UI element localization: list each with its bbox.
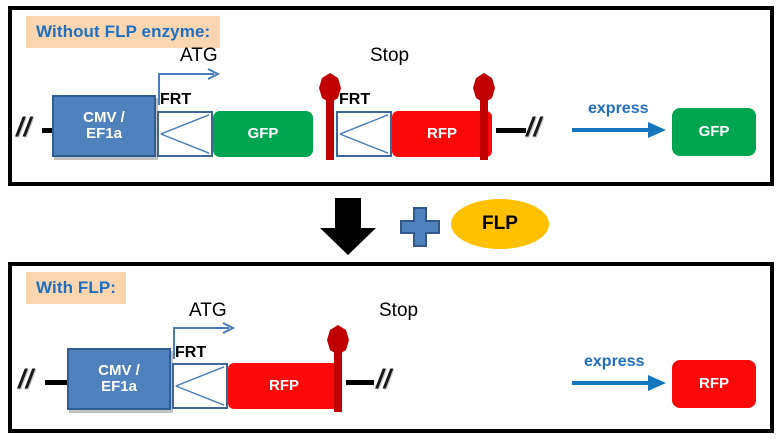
stop-label-bottom: Stop bbox=[379, 300, 419, 321]
express-label-bottom: express bbox=[584, 353, 645, 370]
dna-break-left-bottom: // bbox=[18, 364, 34, 394]
panel-without-flp: Without FLP enzyme: ATG Stop // CMV / EF… bbox=[8, 6, 774, 186]
atg-label-top: ATG bbox=[180, 45, 218, 66]
frt-label-1-top: FRT bbox=[160, 91, 192, 108]
process-down-arrow bbox=[318, 198, 378, 256]
gene-box-rfp-top: RFP bbox=[392, 111, 492, 157]
express-label-top: express bbox=[588, 100, 649, 117]
transcription-start-arrow-bottom bbox=[171, 322, 241, 360]
atg-label-bottom: ATG bbox=[189, 300, 227, 321]
output-box-rfp-bottom: RFP bbox=[672, 360, 756, 408]
stop-label-top: Stop bbox=[370, 45, 410, 66]
dna-break-right-bottom: // bbox=[376, 364, 392, 394]
frt-label-1-bottom: FRT bbox=[175, 344, 207, 361]
transcription-start-arrow-top bbox=[156, 68, 226, 106]
frt-site-2-top bbox=[336, 111, 392, 157]
dna-line-right-top bbox=[496, 128, 526, 133]
gene-box-gfp-top: GFP bbox=[213, 111, 313, 157]
gene-box-rfp-bottom: RFP bbox=[228, 363, 340, 409]
output-box-gfp-top: GFP bbox=[672, 108, 756, 156]
stop-codon-icon-1-top bbox=[317, 72, 343, 160]
frt-site-1-top bbox=[157, 111, 213, 157]
promoter-box-bottom: CMV / EF1a bbox=[67, 348, 171, 410]
panel-title-with-flp: With FLP: bbox=[26, 272, 127, 304]
plus-icon bbox=[399, 206, 441, 248]
dna-break-right-top: // bbox=[526, 112, 542, 142]
stop-codon-icon-2-top bbox=[471, 72, 497, 160]
panel-with-flp: With FLP: ATG Stop // CMV / EF1a FRT bbox=[8, 262, 774, 433]
dna-break-left-top: // bbox=[16, 112, 32, 142]
express-arrow-top bbox=[572, 120, 668, 140]
promoter-line1-top: CMV / bbox=[83, 108, 125, 126]
stop-codon-icon-bottom bbox=[325, 324, 351, 412]
frt-site-1-bottom bbox=[172, 363, 228, 409]
promoter-line2-top: EF1a bbox=[86, 125, 122, 142]
flp-enzyme-oval: FLP bbox=[451, 199, 549, 249]
express-arrow-bottom bbox=[572, 373, 668, 393]
dna-line-left-bottom bbox=[45, 380, 69, 385]
panel-title-without-flp: Without FLP enzyme: bbox=[26, 16, 221, 48]
frt-label-2-top: FRT bbox=[339, 91, 371, 108]
promoter-box-top: CMV / EF1a bbox=[52, 95, 156, 157]
promoter-line2-bottom: EF1a bbox=[101, 378, 137, 395]
dna-line-right-bottom bbox=[346, 380, 374, 385]
promoter-line1-bottom: CMV / bbox=[98, 361, 140, 379]
